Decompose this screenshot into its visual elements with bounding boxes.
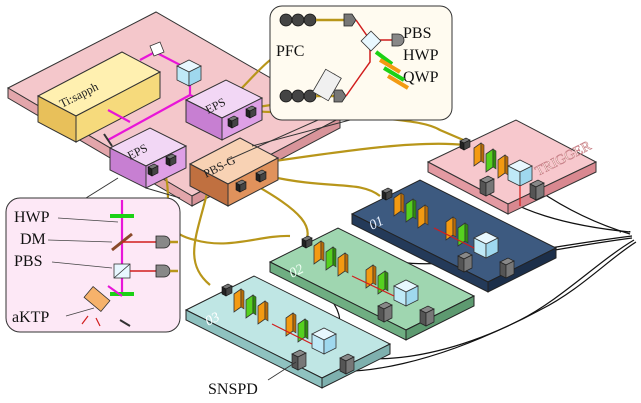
fiber-coil-top — [279, 13, 317, 27]
inset-top-qwp: QWP — [403, 69, 439, 86]
stage-1-det-1 — [457, 251, 473, 273]
trigger-stage: TRIGGER — [426, 119, 598, 215]
stage-3: 03 — [184, 275, 392, 389]
stage-3-label: 03 — [203, 310, 222, 330]
stage-2-det-1 — [377, 301, 393, 323]
trigger-det-2 — [529, 179, 545, 201]
stage-3-det-1 — [291, 349, 307, 371]
stage-1-label: 01 — [367, 214, 386, 234]
beam-splitter-cube — [176, 59, 202, 87]
eps-bottom-box: EPS — [108, 127, 188, 189]
inset-left-aktp: aKTP — [12, 309, 49, 326]
stage-1-det-2 — [499, 257, 515, 279]
snspd-callout: SNSPD — [208, 361, 297, 398]
fiber-coil-bottom — [279, 89, 317, 103]
inset-left-pbs: PBS — [14, 253, 42, 270]
fiber-continuation: ⋯ — [618, 225, 632, 240]
inset-top-pbs: PBS — [403, 25, 431, 42]
inset-left-dm: DM — [20, 231, 46, 248]
inset-top-pfc: PFC — [276, 43, 304, 60]
stage-2-pbs — [393, 279, 419, 307]
trigger-pbs — [507, 159, 533, 187]
eps-detail-inset: HWP DM PBS aKTP — [5, 177, 181, 333]
pbs-g-box: PBS-G — [188, 137, 280, 207]
trigger-det-1 — [479, 175, 495, 197]
inset-top-hwp: HWP — [403, 47, 439, 64]
inset-left-hwp: HWP — [14, 209, 50, 226]
stage-2-label: 02 — [287, 262, 306, 282]
eps-top-box: EPS — [184, 79, 264, 141]
stage-3-det-2 — [339, 353, 355, 375]
stage-1: 01 — [350, 179, 558, 293]
snspd-label: SNSPD — [208, 381, 258, 398]
pbs-g-detail-inset: PFC PBS HWP QWP -δ — [227, 5, 453, 161]
mirror — [149, 41, 165, 57]
stage-1-pbs — [473, 231, 499, 259]
laser-box: Ti:sapph — [36, 51, 162, 143]
stage-2: 02 — [268, 227, 476, 341]
dichroic-mirror — [103, 133, 113, 147]
stage-2-det-2 — [419, 305, 435, 327]
stage-3-pbs — [311, 327, 337, 355]
